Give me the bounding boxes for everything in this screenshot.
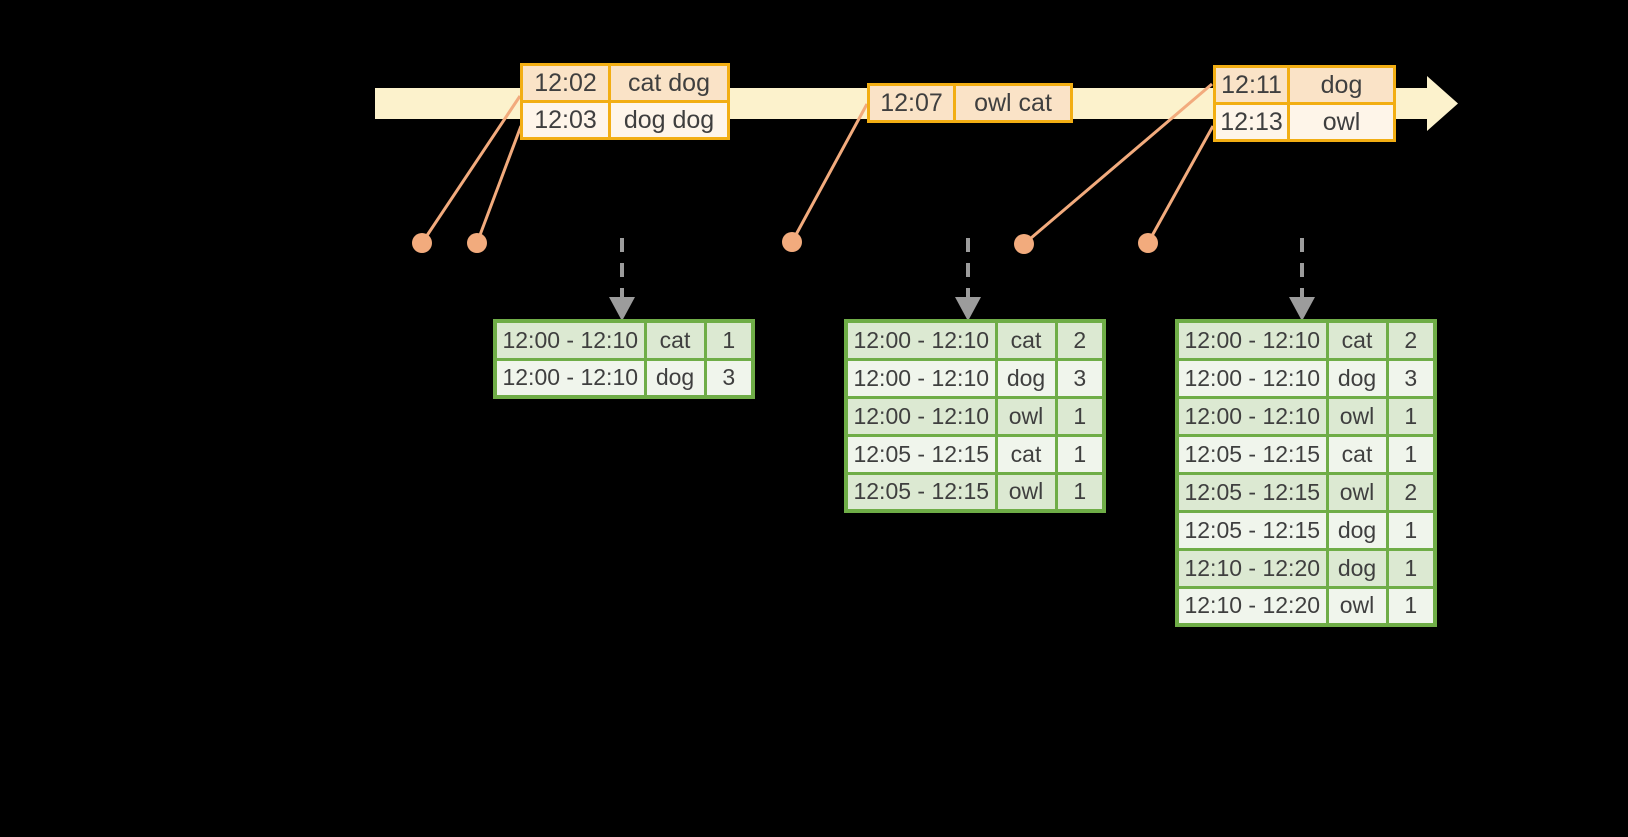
word-cell: owl — [994, 395, 1058, 437]
timeline-arrowhead-icon — [1427, 76, 1458, 131]
word-cell: owl — [1325, 395, 1389, 437]
event-dot-5 — [1138, 233, 1158, 253]
count-cell: 3 — [703, 357, 755, 399]
event-connector-line-1 — [420, 95, 522, 244]
event-dot-2 — [467, 233, 487, 253]
word-cell: cat — [1325, 433, 1389, 475]
window-cell: 12:05 - 12:15 — [844, 471, 998, 513]
word-cell: dog — [1325, 357, 1389, 399]
count-cell: 2 — [1054, 319, 1106, 361]
count-cell: 2 — [1385, 471, 1437, 513]
word-cell: dog — [994, 357, 1058, 399]
window-cell: 12:00 - 12:10 — [844, 319, 998, 361]
window-cell: 12:00 - 12:10 — [493, 319, 647, 361]
window-cell: 12:10 - 12:20 — [1175, 547, 1329, 589]
count-cell: 1 — [1385, 433, 1437, 475]
words-cell: dog dog — [608, 100, 730, 140]
window-cell: 12:00 - 12:10 — [1175, 357, 1329, 399]
count-cell: 1 — [1054, 471, 1106, 513]
event-dot-1 — [412, 233, 432, 253]
event-time-cell: 12:02 — [520, 63, 611, 103]
event-dot-3 — [782, 232, 802, 252]
count-cell: 1 — [703, 319, 755, 361]
trigger-arrow-2 — [955, 238, 981, 321]
word-cell: cat — [643, 319, 707, 361]
event-connector-line-2 — [475, 125, 523, 244]
window-cell: 12:00 - 12:10 — [1175, 319, 1329, 361]
words-cell: dog — [1287, 65, 1396, 105]
window-cell: 12:00 - 12:10 — [493, 357, 647, 399]
count-cell: 3 — [1054, 357, 1106, 399]
window-cell: 12:00 - 12:10 — [1175, 395, 1329, 437]
words-cell: owl cat — [953, 83, 1073, 123]
trigger-arrow-3 — [1289, 238, 1315, 321]
word-cell: dog — [1325, 509, 1389, 551]
word-cell: dog — [643, 357, 707, 399]
word-cell: dog — [1325, 547, 1389, 589]
window-cell: 12:00 - 12:10 — [844, 357, 998, 399]
window-cell: 12:05 - 12:15 — [1175, 433, 1329, 475]
count-cell: 1 — [1385, 395, 1437, 437]
event-connector-line-4 — [1023, 82, 1213, 246]
words-cell: cat dog — [608, 63, 730, 103]
window-cell: 12:00 - 12:10 — [844, 395, 998, 437]
word-cell: cat — [994, 319, 1058, 361]
word-cell: owl — [1325, 471, 1389, 513]
word-cell: owl — [1325, 585, 1389, 627]
count-cell: 1 — [1054, 433, 1106, 475]
event-time-cell: 12:07 — [867, 83, 956, 123]
event-dot-4 — [1014, 234, 1034, 254]
event-time-cell: 12:13 — [1213, 102, 1290, 142]
count-cell: 1 — [1385, 509, 1437, 551]
window-cell: 12:05 - 12:15 — [844, 433, 998, 475]
count-cell: 1 — [1385, 585, 1437, 627]
trigger-arrow-1 — [609, 238, 635, 321]
event-connector-line-3 — [790, 103, 869, 243]
word-cell: cat — [1325, 319, 1389, 361]
count-cell: 2 — [1385, 319, 1437, 361]
event-time-cell: 12:03 — [520, 100, 611, 140]
window-cell: 12:10 - 12:20 — [1175, 585, 1329, 627]
window-cell: 12:05 - 12:15 — [1175, 471, 1329, 513]
count-cell: 1 — [1054, 395, 1106, 437]
word-cell: cat — [994, 433, 1058, 475]
words-cell: owl — [1287, 102, 1396, 142]
window-cell: 12:05 - 12:15 — [1175, 509, 1329, 551]
event-time-cell: 12:11 — [1213, 65, 1290, 105]
word-cell: owl — [994, 471, 1058, 513]
count-cell: 1 — [1385, 547, 1437, 589]
event-connector-line-5 — [1146, 125, 1215, 244]
count-cell: 3 — [1385, 357, 1437, 399]
